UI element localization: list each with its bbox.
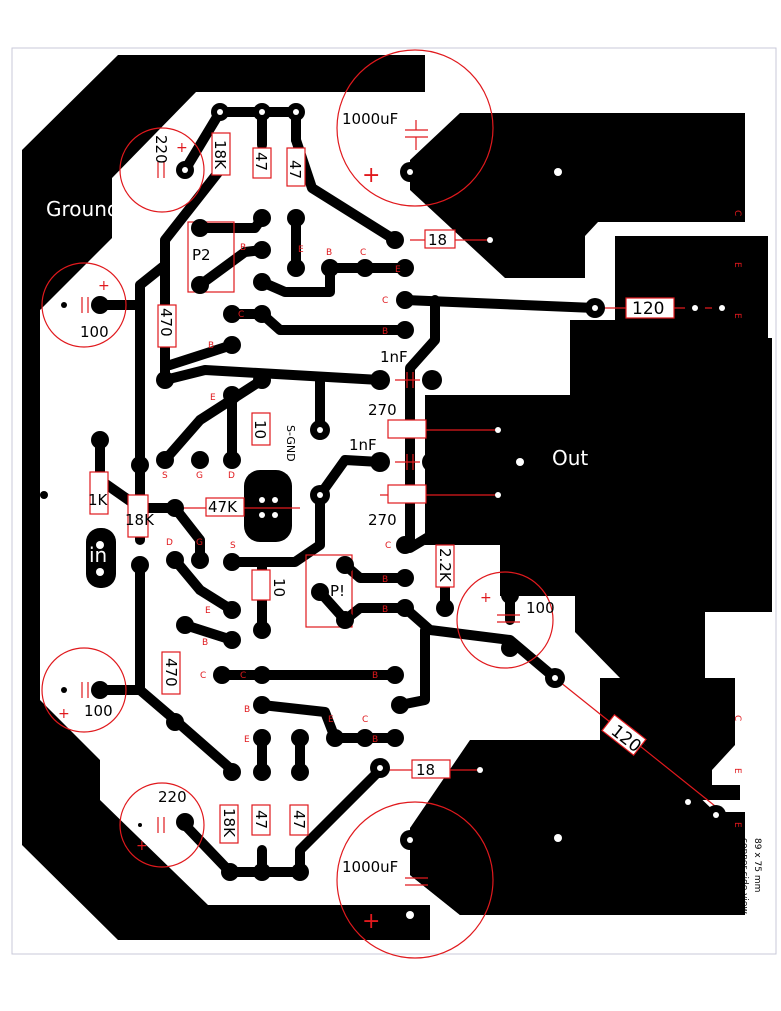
svg-text:B: B bbox=[240, 243, 246, 253]
svg-text:+: + bbox=[480, 590, 492, 606]
svg-text:E: E bbox=[298, 245, 304, 255]
svg-text:S: S bbox=[162, 471, 168, 481]
svg-text:E: E bbox=[732, 822, 742, 828]
r-47b-bot-label: 47 bbox=[290, 810, 308, 829]
svg-text:C: C bbox=[240, 671, 246, 681]
svg-text:E: E bbox=[732, 313, 742, 319]
svg-text:B: B bbox=[382, 575, 388, 585]
r-270-b-label: 270 bbox=[368, 511, 397, 529]
r-18-bot-label: 18 bbox=[416, 761, 435, 779]
c-left-bot-label: 100 bbox=[84, 702, 113, 720]
r-47a-top-label: 47 bbox=[252, 152, 270, 171]
r-47b-top-label: 47 bbox=[286, 160, 304, 179]
board-id-label: 1058 bbox=[746, 236, 764, 274]
r-18k-bot-label: 18K bbox=[220, 808, 238, 838]
r-10-b-label: 10 bbox=[270, 578, 288, 597]
svg-text:B: B bbox=[326, 248, 332, 258]
r-1k-label: 1K bbox=[88, 491, 109, 509]
polarity-markers: + + + + + + + bbox=[58, 140, 492, 934]
label-in: in bbox=[89, 543, 107, 567]
r-18k-top-label: 18K bbox=[211, 140, 229, 170]
c-1nf-b-label: 1nF bbox=[349, 436, 377, 454]
size-label: 89 x 75 mm bbox=[752, 838, 762, 892]
c-top-small-label: 220 bbox=[152, 135, 170, 164]
c-bot-small-label: 220 bbox=[158, 788, 187, 806]
c-top-big-label: 1000uF bbox=[342, 110, 398, 128]
svg-text:S: S bbox=[230, 541, 236, 551]
input-pad bbox=[86, 528, 116, 588]
svg-text:D: D bbox=[228, 471, 235, 481]
pot-p2-outline bbox=[187, 221, 235, 293]
label-out: Out bbox=[552, 446, 588, 470]
svg-text:E: E bbox=[732, 768, 742, 774]
view-label: copper-side view bbox=[739, 838, 749, 914]
svg-text:C: C bbox=[360, 248, 366, 258]
svg-text:B: B bbox=[382, 605, 388, 615]
r-470-top-label: 470 bbox=[157, 308, 175, 337]
pads bbox=[40, 103, 732, 919]
svg-text:E: E bbox=[328, 715, 334, 725]
r-47a-bot-label: 47 bbox=[252, 810, 270, 829]
svg-text:D: D bbox=[166, 538, 173, 548]
svg-text:+: + bbox=[362, 909, 380, 934]
r-2-2k-label: 2.2K bbox=[436, 548, 454, 583]
label-ground: Ground bbox=[46, 197, 120, 221]
svg-text:B: B bbox=[372, 671, 378, 681]
label-p-gnd: P-GND bbox=[49, 505, 62, 541]
svg-text:E: E bbox=[244, 735, 250, 745]
cap-outlines bbox=[41, 49, 554, 959]
c-1nf-a-label: 1nF bbox=[380, 348, 408, 366]
svg-text:+: + bbox=[58, 706, 70, 722]
svg-text:B: B bbox=[244, 705, 250, 715]
r-47k-label: 47K bbox=[208, 498, 238, 516]
svg-text:B: B bbox=[202, 638, 208, 648]
r-470-bot-label: 470 bbox=[162, 658, 180, 687]
c-bot-big-label: 1000uF bbox=[342, 858, 398, 876]
cap-symbols bbox=[81, 120, 520, 886]
r-18-top-label: 18 bbox=[428, 231, 447, 249]
resistor-bodies bbox=[89, 132, 675, 844]
c-left-top-label: 100 bbox=[80, 323, 109, 341]
svg-text:B: B bbox=[208, 341, 214, 351]
r-270-a-label: 270 bbox=[368, 401, 397, 419]
top-rail-copper bbox=[410, 113, 745, 278]
svg-text:+: + bbox=[362, 163, 380, 188]
r-18k-mid-label: 18K bbox=[125, 511, 155, 529]
output-copper bbox=[425, 236, 772, 678]
svg-text:E: E bbox=[395, 265, 401, 275]
svg-text:C: C bbox=[385, 541, 391, 551]
pin-letters: B B C E E C B C B E S G D D G S C B B E … bbox=[162, 210, 742, 828]
svg-text:B: B bbox=[382, 327, 388, 337]
pot-p1-outline bbox=[305, 554, 353, 628]
svg-text:E: E bbox=[205, 606, 211, 616]
svg-text:C: C bbox=[732, 210, 742, 216]
svg-text:G: G bbox=[196, 538, 203, 548]
svg-text:G: G bbox=[196, 471, 203, 481]
pot-p2-label: P2 bbox=[192, 246, 211, 264]
ground-plane bbox=[22, 55, 430, 940]
svg-text:C: C bbox=[200, 671, 206, 681]
svg-text:E: E bbox=[732, 262, 742, 268]
s-gnd-label: S-GND bbox=[284, 425, 297, 462]
svg-text:C: C bbox=[382, 296, 388, 306]
pot-p1-label: P! bbox=[330, 582, 345, 600]
svg-text:B: B bbox=[372, 735, 378, 745]
r-10-a-label: 10 bbox=[251, 420, 269, 439]
r-120-top-label: 120 bbox=[632, 299, 664, 319]
svg-text:C: C bbox=[238, 310, 244, 320]
svg-text:+: + bbox=[136, 838, 148, 854]
svg-text:E: E bbox=[210, 393, 216, 403]
svg-text:C: C bbox=[732, 715, 742, 721]
c-right-label: 100 bbox=[526, 599, 555, 617]
svg-text:+: + bbox=[98, 278, 110, 294]
sgnd-island bbox=[244, 470, 292, 542]
bottom-rail-fill bbox=[410, 740, 745, 915]
svg-text:C: C bbox=[362, 715, 368, 725]
svg-text:+: + bbox=[176, 140, 188, 156]
